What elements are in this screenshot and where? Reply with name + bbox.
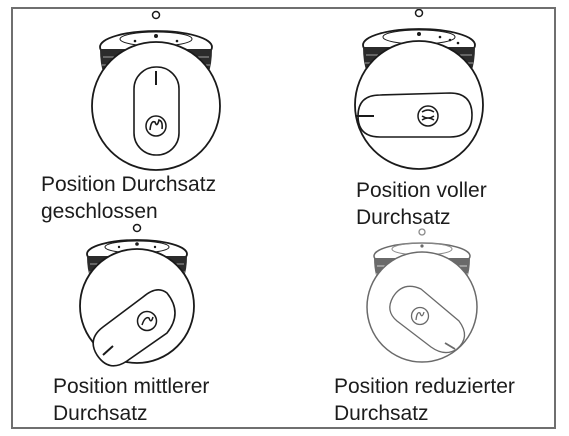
caption-closed: Position Durchsatz geschlossen bbox=[41, 171, 216, 225]
caption-reduced: Position reduzierter Durchsatz bbox=[334, 373, 515, 427]
caption-medium-line2: Durchsatz bbox=[53, 400, 209, 427]
valve-medium-drawing bbox=[65, 223, 245, 375]
caption-reduced-line1: Position reduzierter bbox=[334, 373, 515, 400]
valve-reduced-drawing bbox=[347, 223, 517, 375]
caption-medium-line1: Position mittlerer bbox=[53, 373, 209, 400]
caption-full-line1: Position voller bbox=[356, 177, 487, 204]
caption-medium: Position mittlerer Durchsatz bbox=[53, 373, 209, 427]
valve-closed-drawing bbox=[75, 9, 245, 177]
caption-closed-line1: Position Durchsatz bbox=[41, 171, 216, 198]
caption-reduced-line2: Durchsatz bbox=[334, 400, 515, 427]
valve-full-drawing bbox=[340, 9, 510, 177]
caption-closed-line2: geschlossen bbox=[41, 198, 216, 225]
figure-frame: Position Durchsatz geschlossen Position … bbox=[11, 7, 556, 429]
